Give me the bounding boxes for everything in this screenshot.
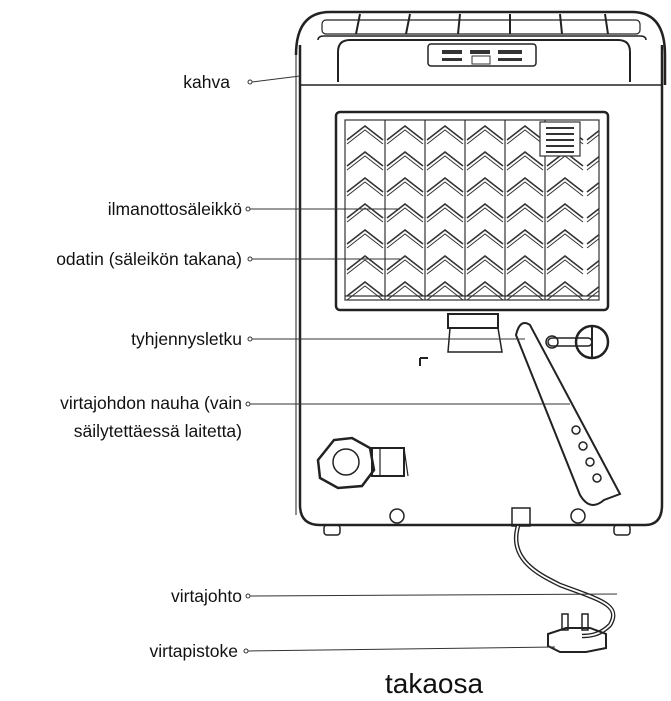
- label-power-plug: virtapistoke: [149, 641, 238, 661]
- cord-strap: [514, 322, 622, 506]
- unit-body: [295, 45, 664, 536]
- handle: [294, 10, 667, 85]
- leader-lines: [243, 75, 618, 654]
- drain-hose: [419, 313, 610, 366]
- air-intake-grille: [334, 110, 610, 312]
- label-handle: kahva: [183, 72, 230, 92]
- power-plug: [547, 613, 607, 653]
- label-power-cord: virtajohto: [170, 586, 242, 606]
- label-condenser: odatin (säleikön takana): [56, 249, 242, 269]
- label-cord-strap-line2: säilytettäessä laitetta): [73, 421, 242, 441]
- side-drain-plug: [316, 436, 409, 490]
- diagram-caption: takaosa: [385, 668, 484, 699]
- label-drain-hose: tyhjennysletku: [131, 329, 242, 349]
- power-cord: [511, 507, 616, 639]
- label-air-intake-grille: ilmanottosäleikkö: [107, 199, 242, 219]
- bottom-screws: [389, 508, 586, 524]
- label-cord-strap-line1: virtajohdon nauha (vain: [60, 393, 242, 413]
